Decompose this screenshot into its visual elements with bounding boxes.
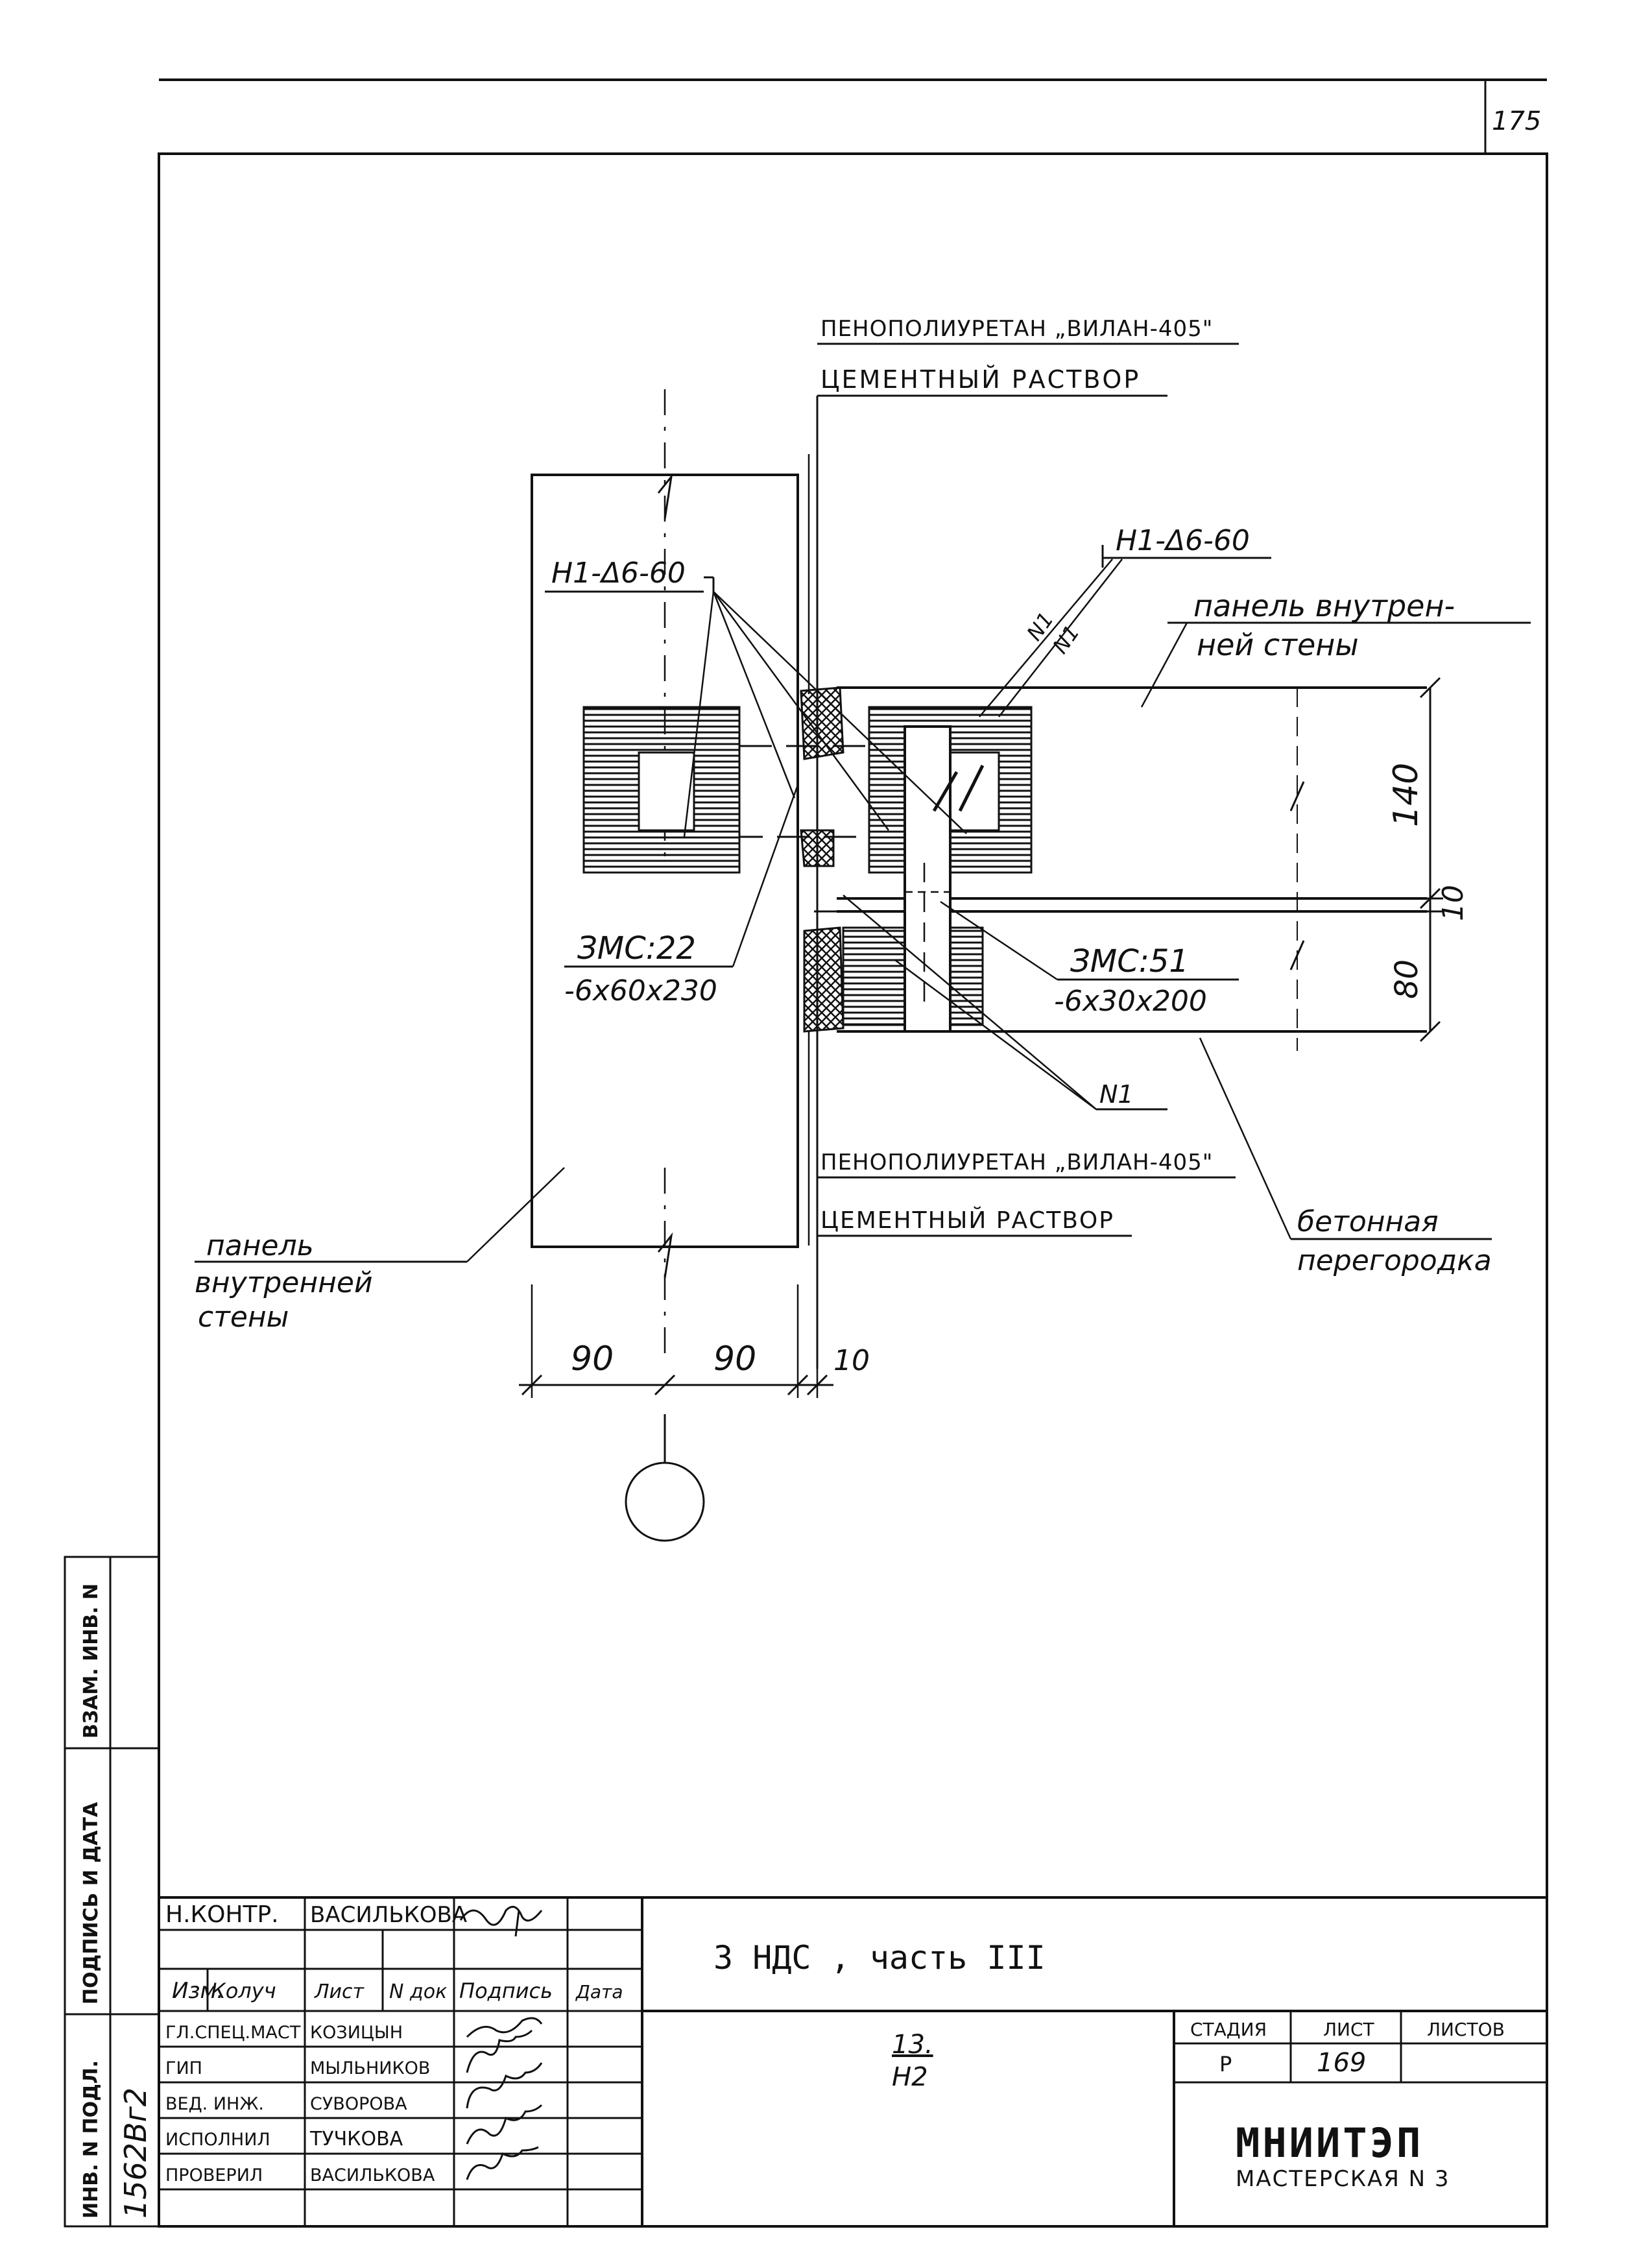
- stamp-inv-podl: ИНВ. N ПОДЛ.: [80, 2060, 102, 2219]
- plate-zmc51: [904, 725, 952, 1033]
- panel-right-label-1: панель внутрен-: [1193, 588, 1455, 623]
- org-dept: МАСТЕРСКАЯ N 3: [1236, 2166, 1450, 2192]
- sheet-label: ЛИСТ: [1323, 2019, 1375, 2040]
- foam-insert-mid: [800, 829, 835, 867]
- name-0: ВАСИЛЬКОВА: [310, 1902, 467, 1928]
- anchor-label-right: Н1-Δ6-60: [1116, 524, 1250, 557]
- role-3: ВЕД. ИНЖ.: [165, 2094, 264, 2114]
- stage-label: СТАДИЯ: [1190, 2019, 1267, 2040]
- role-5: ПРОВЕРИЛ: [165, 2165, 263, 2185]
- zmc51-label-bottom: -6х30х200: [1054, 985, 1207, 1018]
- hdr-data: Дата: [575, 1981, 623, 2003]
- panel-left-label-3: стены: [198, 1301, 289, 1334]
- role-4: ИСПОЛНИЛ: [165, 2130, 270, 2150]
- dim-90-left: 90: [571, 1340, 614, 1378]
- dim-10-bottom: 10: [833, 1344, 870, 1377]
- left-insulation-block: [582, 706, 741, 874]
- plate-zmc22: [738, 745, 870, 838]
- zmc22-label-bottom: -6х60х230: [564, 974, 717, 1007]
- role-1: ГЛ.СПЕЦ.МАСТ: [165, 2023, 301, 2043]
- left-wall-panel: [531, 389, 799, 1362]
- stage-value: Р: [1219, 2052, 1232, 2076]
- panel-left-label-1: панель: [206, 1229, 314, 1262]
- n1-label-c: N1: [1099, 1080, 1134, 1109]
- doc-code-bottom: Н2: [892, 2062, 928, 2092]
- signatures: [459, 1905, 543, 2180]
- zmc51-label-top: ЗМС:51: [1070, 943, 1189, 980]
- sheet-value: 169: [1317, 2048, 1366, 2078]
- stamp-podpis-data: ПОДПИСЬ И ДАТА: [80, 1801, 102, 2004]
- name-1: КОЗИЦЫН: [310, 2023, 403, 2043]
- stamp-inv-vzam: ВЗАМ. ИНВ. N: [80, 1583, 102, 1739]
- panel-right-label-2: ней стены: [1197, 627, 1359, 662]
- doc-code-top: 13.: [892, 2030, 933, 2060]
- sheet-frame: [158, 152, 1548, 2228]
- dim-90-right: 90: [713, 1340, 756, 1378]
- axis-bubble: [625, 1462, 705, 1542]
- anchor-label-left: Н1-Δ6-60: [551, 557, 686, 590]
- org-name: МНИИТЭП: [1236, 2119, 1423, 2167]
- role-2: ГИП: [165, 2058, 202, 2078]
- partition-label-2: перегородка: [1297, 1244, 1492, 1277]
- hdr-podpis: Подпись: [459, 1979, 553, 2003]
- foam-label-bottom: ПЕНОПОЛИУРЕТАН „ВИЛАН-405": [820, 1150, 1213, 1175]
- dim-80: 80: [1389, 959, 1425, 999]
- name-5: ВАСИЛЬКОВА: [310, 2165, 435, 2185]
- name-4: ТУЧКОВА: [309, 2128, 403, 2150]
- partition-label-1: бетонная: [1297, 1205, 1439, 1238]
- stamp-inv-value: 1562Вг2: [118, 2088, 153, 2219]
- anchor-leaders-left: [545, 576, 967, 837]
- mortar-label-top: ЦЕМЕНТНЫЙ РАСТВОР: [820, 365, 1140, 394]
- dimension-chain-bottom: [519, 1284, 833, 1398]
- foam-insert-bottom: [803, 926, 844, 1033]
- title-block: [159, 1896, 1547, 2226]
- foam-insert-top: [800, 686, 844, 760]
- document-title: 3 НДС , часть III: [713, 1939, 1046, 1977]
- anchor-leaders-right: [979, 545, 1271, 717]
- role-0: Н.КОНТР.: [165, 1901, 279, 1928]
- zmc22-label-top: ЗМС:22: [577, 930, 696, 967]
- side-stamp: [64, 1556, 160, 2228]
- dim-140: 140: [1387, 763, 1426, 827]
- dimension-chain-right: [1289, 677, 1443, 1051]
- dim-10-right: 10: [1437, 885, 1470, 921]
- sheets-label: ЛИСТОВ: [1427, 2019, 1505, 2040]
- hdr-list: Лист: [314, 1980, 365, 2003]
- name-2: МЫЛЬНИКОВ: [310, 2058, 430, 2078]
- name-3: СУВОРОВА: [310, 2094, 407, 2114]
- mortar-label-bottom: ЦЕМЕНТНЫЙ РАСТВОР: [820, 1207, 1114, 1234]
- sheet-number: 175: [1492, 106, 1541, 136]
- hdr-kol: Колуч: [211, 1979, 276, 2003]
- foam-label-top: ПЕНОПОЛИУРЕТАН „ВИЛАН-405": [820, 316, 1213, 342]
- hdr-ndok: N док: [389, 1980, 447, 2003]
- panel-left-label-2: внутренней: [195, 1266, 373, 1299]
- hdr-izm: Изм.: [172, 1978, 224, 2004]
